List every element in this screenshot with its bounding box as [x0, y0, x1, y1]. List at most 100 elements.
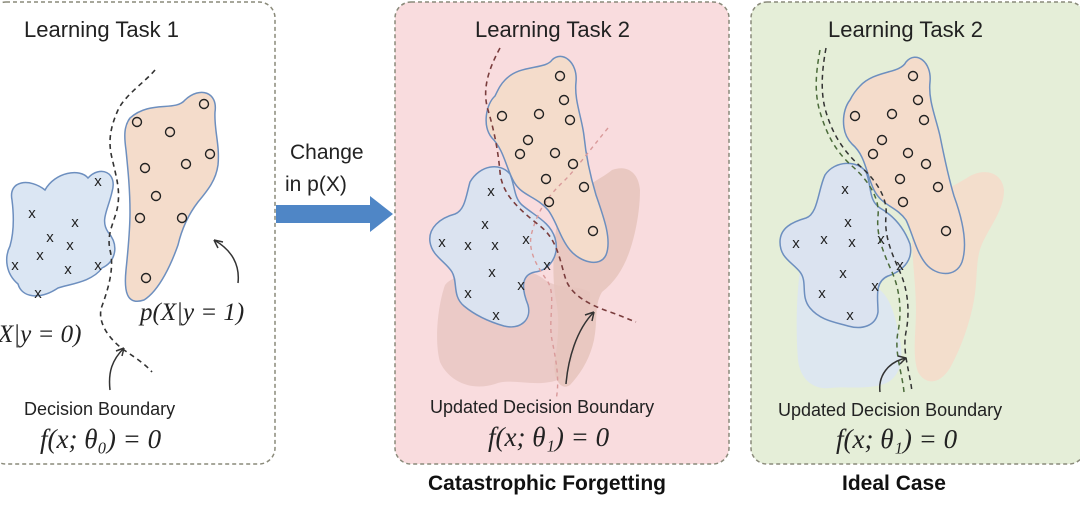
o-marker — [140, 272, 152, 284]
class-1-markers — [496, 70, 599, 237]
panel-2-title: Learning Task 2 — [475, 17, 630, 42]
x-marker: x — [11, 257, 19, 274]
x-marker: x — [517, 277, 525, 294]
o-marker — [558, 94, 570, 106]
x-marker: x — [488, 264, 496, 281]
o-marker — [894, 173, 906, 185]
x-marker: x — [543, 257, 551, 274]
o-marker — [134, 212, 146, 224]
class-1-region — [124, 91, 220, 302]
o-marker — [496, 110, 508, 122]
x-marker: x — [28, 205, 36, 222]
x-marker: x — [792, 235, 800, 252]
updated-decision-boundary-line — [484, 47, 637, 323]
x-marker: x — [94, 257, 102, 274]
x-marker: x — [522, 231, 530, 248]
o-marker — [932, 181, 944, 193]
o-marker — [849, 110, 861, 122]
o-marker — [564, 114, 576, 126]
o-marker — [587, 225, 599, 237]
panel-3-title: Learning Task 2 — [828, 17, 983, 42]
old-decision-boundary-line — [815, 49, 905, 393]
updated-boundary-label: Updated Decision Boundary — [778, 400, 1002, 420]
boundary-label-arrow — [565, 311, 595, 385]
x-marker: x — [481, 216, 489, 233]
class-1-region — [485, 55, 609, 264]
panel-learning-task-1: Learning Task 1 x x x x x x x x x x — [0, 1, 276, 465]
x-marker: x — [846, 307, 854, 324]
o-marker — [139, 162, 151, 174]
x-marker: x — [34, 285, 42, 302]
o-marker — [902, 147, 914, 159]
right-arrow-icon — [276, 196, 393, 232]
o-marker — [867, 148, 879, 160]
x-marker: x — [491, 237, 499, 254]
class-0-distribution-label: X|y = 0) — [0, 321, 81, 348]
o-marker — [918, 114, 930, 126]
o-marker — [940, 225, 952, 237]
class-0-markers: x x x x x x x x x x x — [792, 181, 904, 324]
o-marker — [522, 134, 534, 146]
o-marker — [897, 196, 909, 208]
class-1-markers — [131, 98, 216, 284]
updated-boundary-equation: f(x; θ₁) = 0 — [836, 424, 958, 454]
decision-boundary-equation: f(x; θ₀) = 0 — [40, 424, 162, 454]
x-marker: x — [46, 229, 54, 246]
x-marker: x — [848, 234, 856, 251]
x-marker: x — [844, 214, 852, 231]
x-marker: x — [464, 285, 472, 302]
x-marker: x — [839, 265, 847, 282]
x-marker: x — [896, 257, 904, 274]
x-marker: x — [841, 181, 849, 198]
o-marker — [180, 158, 192, 170]
panel-1-title: Learning Task 1 — [24, 17, 179, 42]
x-marker: x — [71, 214, 79, 231]
o-marker — [907, 70, 919, 82]
panel-ideal-case: Learning Task 2 x x x x x x x x x x x — [750, 1, 1080, 465]
class-0-markers: x x x x x x x x x x x — [438, 183, 551, 324]
o-marker — [567, 158, 579, 170]
x-marker: x — [36, 247, 44, 264]
boundary-label-arrow — [879, 357, 907, 393]
updated-decision-boundary-line — [821, 47, 913, 393]
o-marker — [176, 212, 188, 224]
o-marker — [920, 158, 932, 170]
o-marker — [543, 196, 555, 208]
class-1-label-arrowhead — [213, 239, 224, 249]
o-marker — [164, 126, 176, 138]
class-0-markers: x x x x x x x x x x — [11, 173, 102, 302]
o-marker — [876, 134, 888, 146]
caption-ideal-case: Ideal Case — [842, 472, 946, 495]
change-label-line-2: in p(X) — [285, 173, 347, 196]
class-1-markers — [849, 70, 952, 237]
x-marker: x — [487, 183, 495, 200]
class-0-region — [5, 170, 116, 297]
x-marker: x — [438, 234, 446, 251]
o-marker — [204, 148, 216, 160]
distribution-change-arrow: Change in p(X) — [276, 141, 393, 232]
o-marker — [549, 147, 561, 159]
o-marker — [540, 173, 552, 185]
x-marker: x — [820, 231, 828, 248]
o-marker — [886, 108, 898, 120]
updated-boundary-label: Updated Decision Boundary — [430, 397, 654, 417]
boundary-label-arrow — [108, 347, 125, 391]
x-marker: x — [64, 261, 72, 278]
o-marker — [554, 70, 566, 82]
boundary-label-arrowhead — [897, 355, 907, 365]
o-marker — [578, 181, 590, 193]
x-marker: x — [94, 173, 102, 190]
class-1-distribution-label: p(X|y = 1) — [138, 299, 244, 326]
o-marker — [514, 148, 526, 160]
o-marker — [533, 108, 545, 120]
x-marker: x — [464, 237, 472, 254]
panel-catastrophic-forgetting: Learning Task 2 x x x x x x x x x x x — [394, 1, 730, 465]
x-marker: x — [877, 231, 885, 248]
decision-boundary-line — [99, 69, 156, 373]
x-marker: x — [871, 278, 879, 295]
updated-boundary-equation: f(x; θ₁) = 0 — [488, 422, 610, 452]
o-marker — [150, 190, 162, 202]
x-marker: x — [66, 237, 74, 254]
boundary-label-arrowhead — [115, 347, 125, 357]
